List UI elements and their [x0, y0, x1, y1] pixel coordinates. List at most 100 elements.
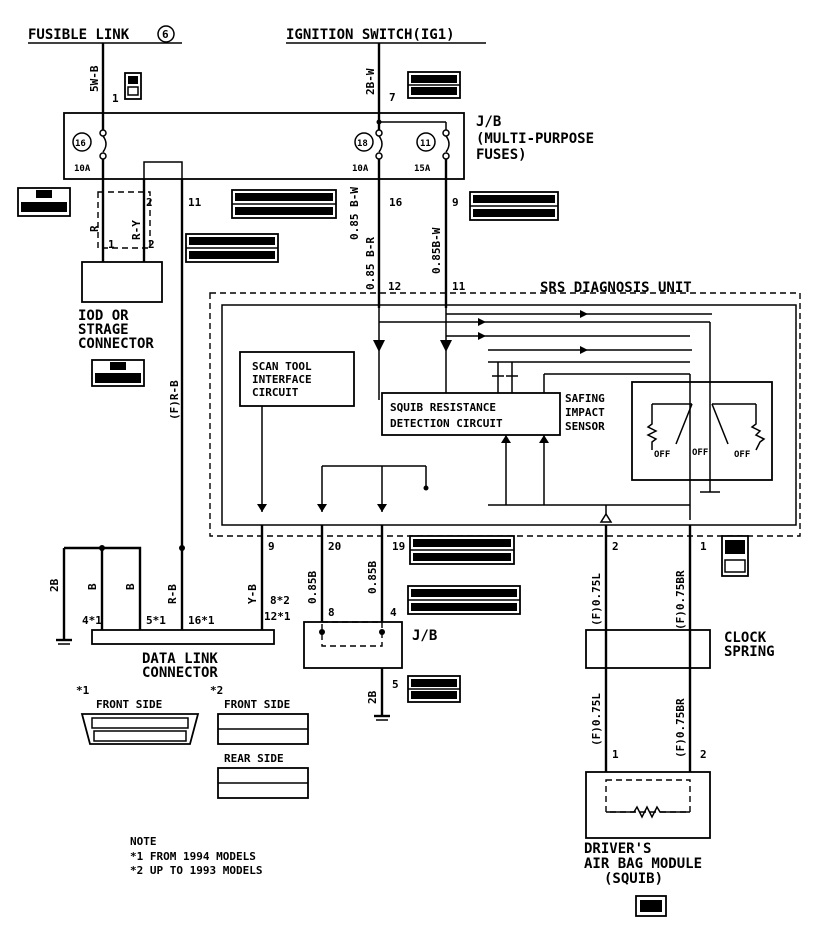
squib-l2: DETECTION CIRCUIT	[390, 417, 503, 430]
fusible-link-label: FUSIBLE LINK 6	[28, 25, 182, 44]
dlc-pin-16: 16*1	[188, 614, 215, 627]
ignition-switch-text: IGNITION SWITCH(IG1)	[286, 27, 455, 43]
srs-pin-1: 1	[700, 540, 707, 553]
airbag-pin-1: 1	[612, 748, 619, 761]
ignition-switch-label: IGNITION SWITCH(IG1)	[286, 27, 486, 44]
dlc-note-2: *2	[210, 684, 223, 697]
fuse-right-num: 11	[420, 139, 431, 149]
dlc-label-1: DATA LINK	[142, 651, 218, 667]
jb-pin-11: 11	[188, 196, 202, 209]
wire-b-top	[64, 546, 142, 630]
iod-connector-box	[81, 261, 163, 303]
wire-b1-label: B	[86, 583, 99, 590]
connector-icon-airbag	[635, 895, 667, 917]
wire-2bw-label: 2B-W	[364, 68, 377, 95]
airbag-l1: DRIVER'S	[584, 841, 651, 857]
safing-off-mid: OFF	[692, 448, 708, 458]
srs-pin-11: 11	[452, 280, 466, 293]
fuse-left-num: 16	[75, 139, 86, 149]
wire-085br-label: 0.85 B-R	[364, 237, 377, 290]
jb2-label: J/B	[412, 628, 437, 644]
fuse-left-amp: 10A	[74, 164, 91, 174]
dlc-front-1: FRONT SIDE	[96, 698, 162, 711]
srs-unit-dashed	[209, 292, 801, 537]
dlc-front-connector-icon	[80, 713, 200, 745]
squib-detection-box	[381, 392, 561, 436]
squib-l1: SQUIB RESISTANCE	[390, 401, 496, 414]
wire-rb-label: R-B	[166, 584, 179, 604]
dlc-pin-12: 12*1	[264, 610, 291, 623]
squib-resistor	[606, 805, 690, 819]
dlc-rear-2: REAR SIDE	[224, 752, 284, 765]
scan-tool-l2: INTERFACE	[252, 373, 312, 386]
fusible-link-number-circle	[157, 25, 175, 43]
srs-diode-5	[580, 310, 588, 318]
jb-pin-16: 16	[389, 196, 403, 209]
connector-icon-srs-1	[721, 535, 749, 577]
connector-icon-iod	[185, 233, 279, 263]
dlc-front-2: FRONT SIDE	[224, 698, 290, 711]
srs-title: SRS DIAGNOSIS UNIT	[540, 280, 692, 296]
connector-icon-jb2-upper	[407, 585, 521, 615]
dlc-pin-8: 8*2	[270, 594, 290, 607]
iod-label-3: CONNECTOR	[78, 336, 154, 352]
connector-icon-iod-small	[91, 359, 145, 387]
clock-spring-l1: CLOCK	[724, 630, 767, 646]
wire-075br-bot-label: (F)0.75BR	[674, 698, 687, 758]
srs-diode-3	[478, 318, 486, 326]
clock-spring-l2: SPRING	[724, 644, 775, 660]
jb2-pin-4: 4	[390, 606, 397, 619]
connector-icon-srs-19	[409, 535, 515, 565]
jb-label: J/B	[476, 114, 501, 130]
safing-l2: IMPACT	[565, 406, 605, 419]
iod-label-1: IOD OR	[78, 308, 129, 324]
connector-icon-jb-16	[231, 189, 337, 219]
dlc-pin-5: 5*1	[146, 614, 166, 627]
dlc-pin-4: 4*1	[82, 614, 102, 627]
srs-unit-inner	[221, 304, 797, 526]
wire-frb-label: (F)R-B	[168, 380, 181, 420]
fuse-left: 16 10A	[72, 113, 107, 179]
wire-r-label: R	[88, 225, 101, 232]
srs-diode-6	[580, 346, 588, 354]
safing-off-left: OFF	[654, 450, 670, 460]
dlc-front2-connector-icon	[217, 713, 309, 745]
srs-pin-12: 12	[388, 280, 401, 293]
note-2: *2 UP TO 1993 MODELS	[130, 864, 262, 877]
srs-diode-2	[440, 340, 452, 352]
jb-pin-1: 1	[112, 92, 119, 105]
wire-5wb-label: 5W-B	[88, 65, 101, 92]
wire-075br-top-label: (F)0.75BR	[674, 570, 687, 630]
iod-pin-1: 1	[108, 238, 115, 251]
data-link-connector-box	[91, 629, 275, 645]
iod-label-2: STRAGE	[78, 322, 129, 338]
wire-2b-bottom-label: 2B	[366, 690, 379, 704]
airbag-l2: AIR BAG MODULE	[584, 856, 702, 872]
note-title: NOTE	[130, 835, 157, 848]
srs-pin-20: 20	[328, 540, 341, 553]
jb2-pin-8: 8	[328, 606, 335, 619]
iod-pin-2: 2	[148, 238, 155, 251]
connector-icon-jb-top	[407, 71, 461, 99]
connector-icon-jb-9	[469, 191, 559, 221]
airbag-module-box	[585, 771, 711, 839]
wire-075l-bot-label: (F)0.75L	[590, 693, 603, 746]
safing-l3: SENSOR	[565, 420, 605, 433]
scan-tool-l3: CIRCUIT	[252, 386, 299, 399]
fuse-mid-num: 18	[357, 139, 368, 149]
connector-icon-small-1	[124, 72, 142, 100]
fuse-mid-amp: 10A	[352, 164, 369, 174]
srs-pin-2: 2	[612, 540, 619, 553]
jb-pin-9: 9	[452, 196, 459, 209]
jb-internal-link	[143, 161, 183, 179]
note-1: *1 FROM 1994 MODELS	[130, 850, 256, 863]
dlc-rear-connector-icon	[217, 767, 309, 799]
jb-pin-7: 7	[389, 91, 396, 104]
safing-l1: SAFING	[565, 392, 605, 405]
wire-yb-label: Y-B	[246, 584, 259, 604]
fusible-link-number: 6	[162, 28, 169, 41]
safing-sensor-box	[631, 381, 773, 481]
airbag-pin-2: 2	[700, 748, 707, 761]
airbag-l3: (SQUIB)	[604, 871, 663, 887]
